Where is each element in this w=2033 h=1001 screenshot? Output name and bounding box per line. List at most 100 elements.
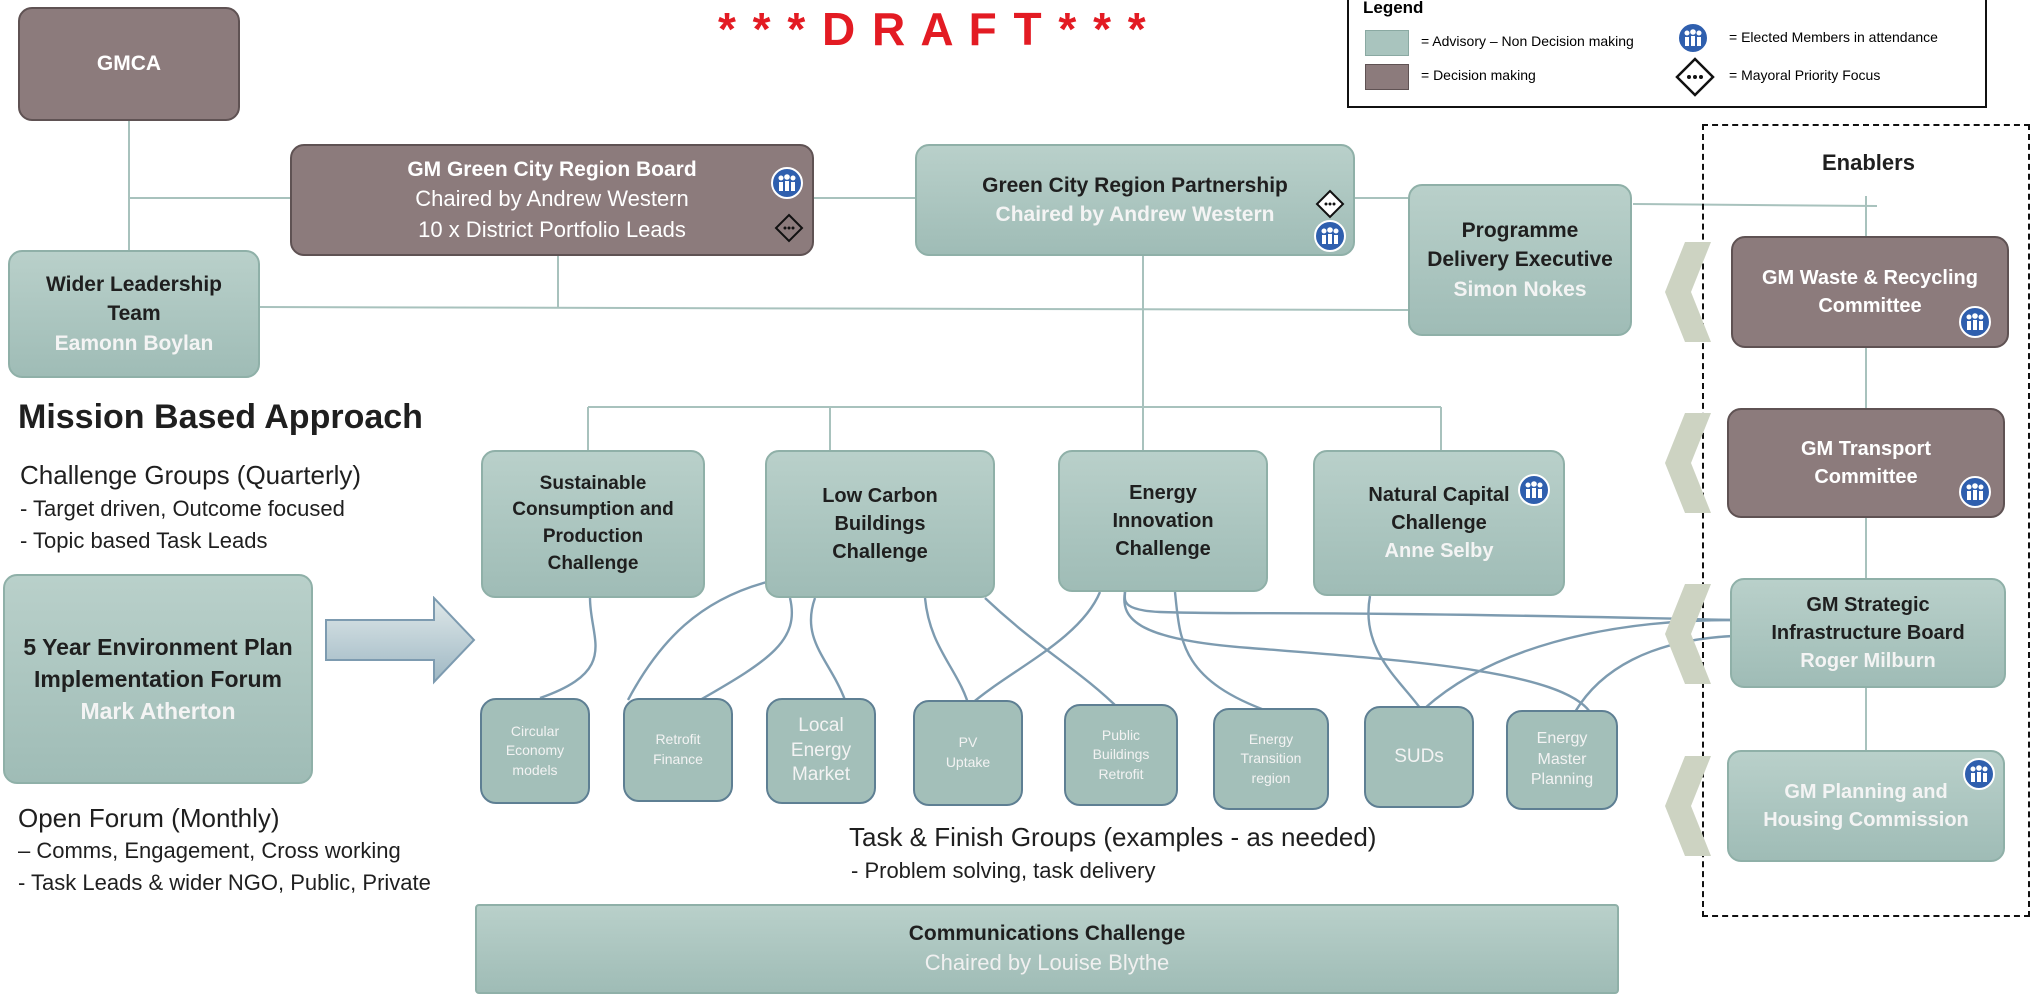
challenge-groups-heading: Challenge Groups (Quarterly) bbox=[20, 460, 362, 490]
infra-title-1: GM Strategic bbox=[1806, 594, 1930, 616]
challenge-groups-bullet-2: - Topic based Task Leads bbox=[20, 528, 268, 553]
gm-planning-housing-commission: GM Planning and Housing Commission bbox=[1727, 750, 2005, 862]
comms-title: Communications Challenge bbox=[908, 921, 1186, 945]
mission-heading: Mission Based Approach bbox=[18, 398, 423, 436]
legend-advisory-swatch bbox=[1365, 30, 1409, 56]
task-line: PV bbox=[958, 734, 978, 751]
task-line: Retrofit bbox=[1098, 765, 1144, 782]
challenge-line: Innovation bbox=[1112, 510, 1214, 532]
task-line: SUDs bbox=[1394, 745, 1444, 767]
board-members: 10 x District Portfolio Leads bbox=[418, 216, 686, 242]
transport-elected-members-icon bbox=[1959, 476, 1991, 508]
natural-capital-elected-members-icon bbox=[1518, 474, 1550, 506]
task-suds: SUDs bbox=[1364, 706, 1474, 808]
planning-elected-members-icon bbox=[1963, 758, 1995, 790]
board-chair: Chaired by Andrew Western bbox=[415, 185, 689, 211]
wider-lead: Eamonn Boylan bbox=[54, 331, 214, 355]
forum-lead: Mark Atherton bbox=[80, 698, 236, 725]
forum-title-1: 5 Year Environment Plan bbox=[23, 633, 293, 660]
legend-decision-swatch bbox=[1365, 64, 1409, 90]
task-line: Public bbox=[1101, 726, 1141, 743]
programme-title-2: Delivery Executive bbox=[1427, 248, 1613, 272]
task-pv-uptake: PV Uptake bbox=[913, 700, 1023, 806]
programme-title-1: Programme bbox=[1461, 218, 1579, 242]
challenge-line: Challenge bbox=[1115, 538, 1211, 560]
waste-title-1: GM Waste & Recycling bbox=[1762, 267, 1978, 289]
chevron-left-icon bbox=[1665, 584, 1711, 684]
board-elected-members-icon bbox=[771, 167, 803, 199]
task-retrofit-finance: Retrofit Finance bbox=[623, 698, 733, 802]
infra-lead: Roger Milburn bbox=[1800, 650, 1936, 672]
board-mayoral-priority-icon bbox=[774, 213, 804, 243]
task-line: Buildings bbox=[1092, 746, 1150, 763]
challenge-line: Buildings bbox=[834, 513, 926, 535]
comms-chair: Chaired by Louise Blythe bbox=[924, 950, 1170, 976]
environment-plan-forum: 5 Year Environment Plan Implementation F… bbox=[3, 574, 313, 784]
gmca-box: GMCA bbox=[18, 7, 240, 121]
task-line: Retrofit bbox=[655, 731, 701, 748]
partnership-mayoral-priority-icon bbox=[1315, 189, 1345, 219]
legend-elected-label: = Elected Members in attendance bbox=[1729, 29, 1938, 45]
challenge-line: Challenge bbox=[832, 541, 928, 563]
task-finish-heading: Task & Finish Groups (examples - as need… bbox=[849, 822, 1377, 852]
task-line: Master bbox=[1537, 750, 1587, 768]
task-local-energy-market: Local Energy Market bbox=[766, 698, 876, 804]
challenge-line: Challenge bbox=[547, 552, 639, 574]
task-line: region bbox=[1251, 769, 1291, 786]
gm-waste-recycling-committee: GM Waste & Recycling Committee bbox=[1731, 236, 2009, 348]
chevron-left-icon bbox=[1665, 756, 1711, 856]
gm-transport-committee: GM Transport Committee bbox=[1727, 408, 2005, 518]
task-line: Uptake bbox=[945, 754, 991, 770]
challenge-line: Production bbox=[542, 526, 644, 547]
legend-advisory-label: = Advisory – Non Decision making bbox=[1421, 33, 1634, 49]
legend-mayoral-label: = Mayoral Priority Focus bbox=[1729, 67, 1881, 83]
planning-title-1: GM Planning and bbox=[1784, 781, 1948, 803]
gmca-title: GMCA bbox=[96, 52, 162, 76]
legend-decision-label: = Decision making bbox=[1421, 67, 1536, 83]
challenge-energy-innovation: Energy Innovation Challenge bbox=[1058, 450, 1268, 592]
mayoral-priority-icon bbox=[1675, 57, 1715, 97]
open-forum-bullet-2: - Task Leads & wider NGO, Public, Privat… bbox=[18, 870, 431, 895]
planning-title-2: Housing Commission bbox=[1763, 809, 1969, 831]
task-line: Energy bbox=[790, 739, 852, 761]
task-line: models bbox=[512, 761, 558, 778]
legend-title: Legend bbox=[1363, 0, 1424, 17]
open-forum-bullet-1: – Comms, Engagement, Cross working bbox=[18, 838, 401, 863]
challenge-line: Low Carbon bbox=[822, 485, 938, 507]
task-public-buildings-retrofit: Public Buildings Retrofit bbox=[1064, 704, 1178, 806]
task-energy-master-planning: Energy Master Planning bbox=[1506, 710, 1618, 810]
challenge-line: Natural Capital bbox=[1368, 484, 1510, 506]
waste-elected-members-icon bbox=[1959, 306, 1991, 338]
challenge-line: Challenge bbox=[1391, 512, 1487, 534]
chevron-left-icon bbox=[1665, 413, 1711, 513]
challenge-low-carbon-buildings: Low Carbon Buildings Challenge bbox=[765, 450, 995, 598]
elected-members-icon bbox=[1677, 22, 1709, 54]
enablers-container bbox=[1702, 124, 2030, 917]
green-city-region-board: GM Green City Region Board Chaired by An… bbox=[290, 144, 814, 256]
challenge-line: Sustainable bbox=[539, 472, 647, 494]
wider-title-1: Wider Leadership bbox=[45, 272, 223, 296]
forum-title-2: Implementation Forum bbox=[34, 665, 282, 692]
challenge-lead: Anne Selby bbox=[1384, 540, 1494, 562]
programme-lead: Simon Nokes bbox=[1453, 277, 1587, 301]
programme-delivery-executive: Programme Delivery Executive Simon Nokes bbox=[1408, 184, 1632, 336]
enablers-heading: Enablers bbox=[1822, 150, 1915, 175]
board-title: GM Green City Region Board bbox=[407, 157, 697, 181]
task-line: Economy bbox=[505, 742, 565, 759]
green-city-region-partnership: Green City Region Partnership Chaired by… bbox=[915, 144, 1355, 256]
task-circular-economy: Circular Economy models bbox=[480, 698, 590, 804]
task-line: Transition bbox=[1240, 750, 1302, 767]
waste-title-2: Committee bbox=[1818, 295, 1922, 317]
legend: Legend = Advisory – Non Decision making … bbox=[1347, 0, 1987, 108]
challenge-groups-bullet-1: - Target driven, Outcome focused bbox=[20, 496, 345, 521]
task-line: Planning bbox=[1530, 771, 1594, 789]
partnership-title: Green City Region Partnership bbox=[982, 173, 1288, 197]
task-line: Market bbox=[791, 764, 851, 786]
challenge-line: Consumption and bbox=[512, 499, 674, 521]
partnership-chair: Chaired by Andrew Western bbox=[995, 203, 1275, 226]
draft-banner: * * * D R A F T * * * bbox=[718, 3, 1148, 55]
task-line: Energy bbox=[1536, 729, 1588, 747]
task-line: Local bbox=[798, 714, 844, 736]
task-line: Energy bbox=[1248, 730, 1294, 747]
